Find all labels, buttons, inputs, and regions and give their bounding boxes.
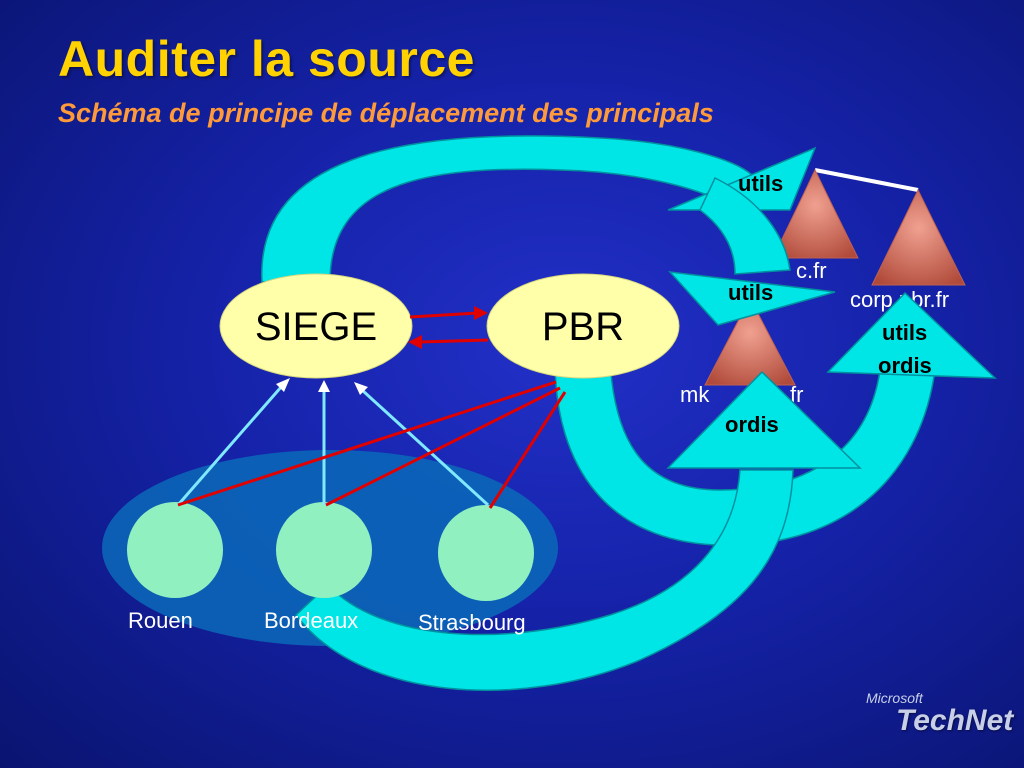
link-siege-to-pbr xyxy=(409,311,479,319)
domain-label-mid: mk xyxy=(680,382,710,407)
domain-triangle-right xyxy=(871,188,966,286)
domain-label-top: c.fr xyxy=(796,258,827,283)
logo-brand: Microsoft xyxy=(866,690,923,706)
arrow-label-utils-mid: utils xyxy=(728,280,773,305)
logo-product: TechNet xyxy=(896,704,1014,737)
arrow-label-ordis-mid: ordis xyxy=(725,412,779,437)
arrow-head-mid xyxy=(668,271,836,326)
site-strasbourg xyxy=(438,505,534,601)
node-pbr-label: PBR xyxy=(542,305,624,349)
link-strasbourg-siege-head xyxy=(354,382,368,395)
site-label-bordeaux: Bordeaux xyxy=(264,608,358,633)
link-pbr-to-siege-head xyxy=(408,335,422,349)
curved-arrow-pbr-right xyxy=(554,359,936,546)
node-pbr xyxy=(486,273,680,379)
domain-label-mid-suffix: fr xyxy=(790,382,803,407)
link-rouen-pbr xyxy=(177,380,557,507)
curved-arrow-sites-mid xyxy=(294,469,794,691)
link-pbr-to-siege xyxy=(419,338,489,344)
site-label-rouen: Rouen xyxy=(128,608,193,633)
link-rouen-siege xyxy=(176,385,284,506)
arrow-head-right xyxy=(826,291,997,379)
curved-arrow-mid xyxy=(699,176,791,275)
link-rouen-siege-head xyxy=(276,378,290,392)
technet-logo: Microsoft TechNet xyxy=(866,690,1016,750)
domain-link-top xyxy=(814,168,919,192)
link-strasbourg-siege xyxy=(360,388,490,507)
node-siege xyxy=(219,273,413,379)
site-label-strasbourg: Strasbourg xyxy=(418,610,526,635)
slide-title: Auditer la source xyxy=(58,31,475,87)
link-bordeaux-siege-head xyxy=(318,380,330,392)
slide-subtitle: Schéma de principe de déplacement des pr… xyxy=(58,98,714,128)
site-bordeaux xyxy=(276,502,372,598)
link-bordeaux-pbr xyxy=(325,386,561,507)
arrow-head-mid-bottom xyxy=(666,370,862,469)
site-rouen xyxy=(127,502,223,598)
link-siege-to-pbr-head xyxy=(474,306,488,320)
link-strasbourg-pbr xyxy=(488,391,567,509)
arrow-label-ordis-right: ordis xyxy=(878,353,932,378)
domain-triangle-top xyxy=(772,168,859,259)
arrow-label-utils-right: utils xyxy=(882,320,927,345)
arrow-label-utils-top: utils xyxy=(738,171,783,196)
node-siege-label: SIEGE xyxy=(255,305,377,349)
